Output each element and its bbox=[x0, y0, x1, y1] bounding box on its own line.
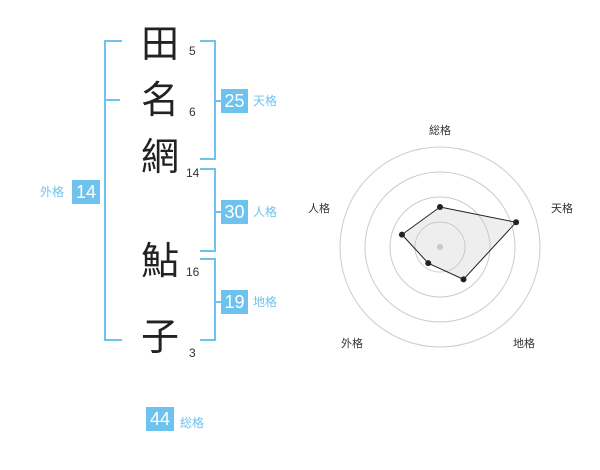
radar-axis-label-2: 地格 bbox=[513, 336, 535, 350]
radar-point-3 bbox=[425, 260, 432, 267]
stroke-count-4: 16 bbox=[186, 265, 200, 279]
soukaku-label: 総格 bbox=[180, 416, 205, 430]
radar-axis-label-1: 天格 bbox=[551, 201, 573, 215]
stroke-count-5: 3 bbox=[189, 346, 196, 360]
gaikaku-score: 14 bbox=[72, 180, 100, 204]
radar-polygon bbox=[401, 206, 518, 280]
chikaku-score: 19 bbox=[221, 290, 248, 314]
name-char-5: 子 bbox=[140, 315, 179, 359]
jinkaku-score: 30 bbox=[221, 200, 248, 224]
soukaku-score: 44 bbox=[146, 407, 174, 431]
radar-ring-1 bbox=[414, 221, 466, 273]
name-char-2: 名 bbox=[140, 78, 179, 122]
gaikaku-mid-tick bbox=[106, 99, 120, 101]
jinkaku-connector bbox=[214, 211, 222, 213]
chikaku-connector bbox=[214, 301, 222, 303]
stroke-count-2: 6 bbox=[189, 105, 196, 119]
radar-center bbox=[437, 244, 443, 250]
radar-axis-label-0: 総格 bbox=[429, 123, 451, 137]
name-char-4: 鮎 bbox=[140, 239, 179, 283]
gaikaku-label: 外格 bbox=[40, 185, 65, 199]
tenkaku-connector bbox=[214, 100, 222, 102]
radar-axis-label-4: 人格 bbox=[308, 201, 330, 215]
radar-point-0 bbox=[437, 204, 443, 210]
jinkaku-bracket bbox=[200, 168, 216, 252]
radar-point-2 bbox=[460, 276, 467, 283]
tenkaku-score: 25 bbox=[221, 89, 248, 113]
chikaku-bracket bbox=[200, 258, 216, 341]
chikaku-label: 地格 bbox=[253, 295, 278, 309]
stroke-count-1: 5 bbox=[189, 44, 196, 58]
radar-ring-4 bbox=[339, 146, 541, 348]
radar-ring-3 bbox=[364, 171, 516, 323]
radar-ring-2 bbox=[389, 196, 491, 298]
name-char-3: 網 bbox=[140, 135, 179, 179]
stroke-count-3: 14 bbox=[186, 166, 200, 180]
name-char-1: 田 bbox=[140, 22, 179, 66]
gaikaku-bracket bbox=[104, 40, 122, 341]
radar-point-4 bbox=[398, 231, 405, 238]
radar-point-1 bbox=[513, 219, 520, 226]
jinkaku-label: 人格 bbox=[253, 205, 278, 219]
radar-axis-label-3: 外格 bbox=[341, 336, 363, 350]
tenkaku-label: 天格 bbox=[253, 94, 278, 108]
